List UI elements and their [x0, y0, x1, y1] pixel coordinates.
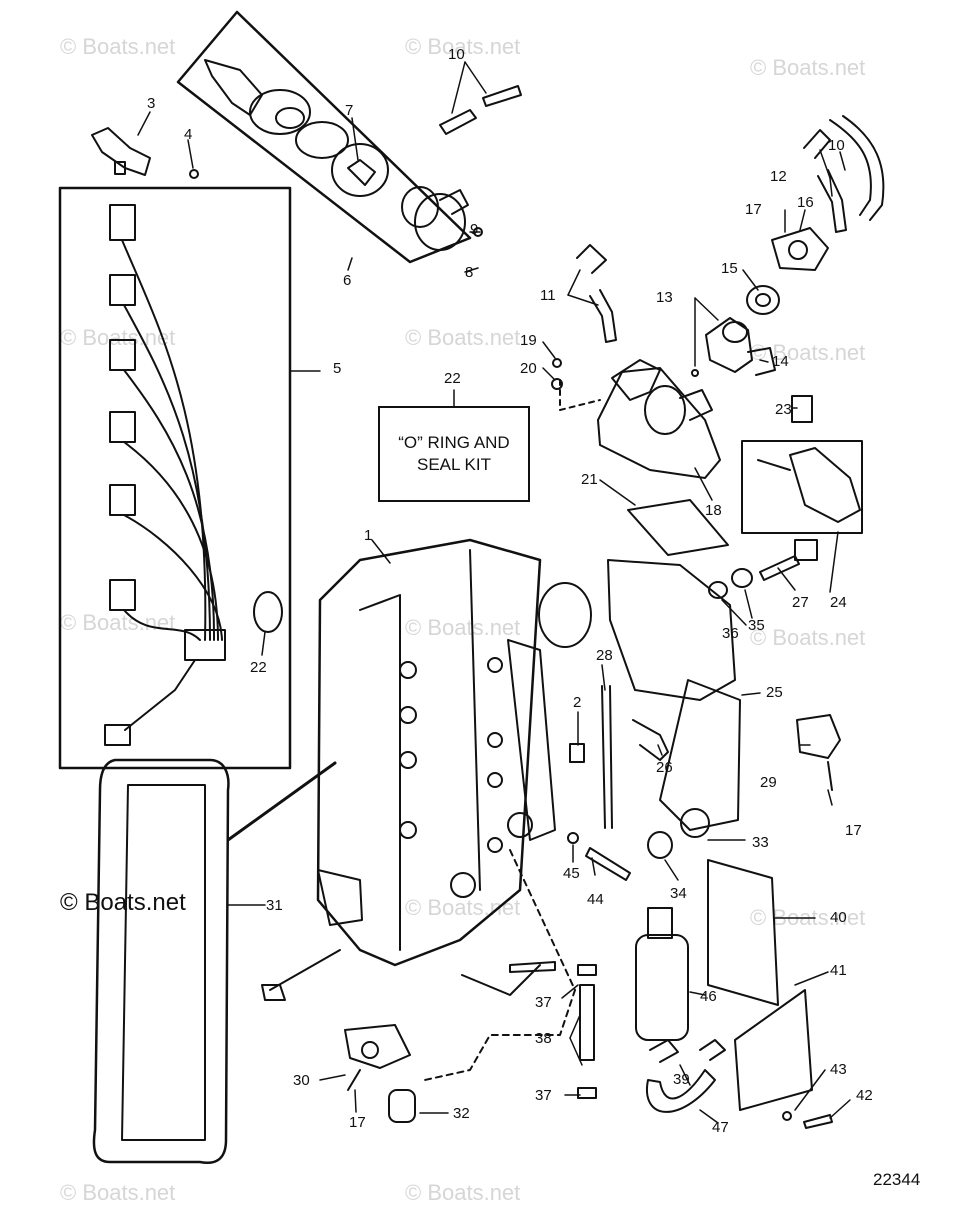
- callout-8: 8: [465, 264, 474, 281]
- callout-46: 46: [700, 988, 717, 1005]
- block-part-1: [261, 538, 592, 1001]
- fuel-pump-assembly-part-6: [176, 10, 483, 264]
- watermark: © Boats.net: [750, 340, 866, 365]
- watermark: © Boats.net: [750, 625, 866, 650]
- callout-15: 15: [721, 260, 738, 277]
- seal-kit-line-2: SEAL KIT: [416, 455, 491, 474]
- kit-part-24: [741, 395, 863, 534]
- callout-5: 5: [333, 360, 342, 377]
- callout-26: 26: [656, 759, 673, 776]
- shield-part-40: [707, 859, 833, 1129]
- callout-19: 19: [520, 332, 537, 349]
- callout-31: 31: [266, 897, 283, 914]
- callout-4: 4: [184, 126, 193, 143]
- callout-2: 2: [573, 694, 582, 711]
- callout-17-c: 17: [349, 1114, 366, 1131]
- callout-39: 39: [673, 1071, 690, 1088]
- callout-44: 44: [587, 891, 604, 908]
- cover-part-16: [746, 227, 829, 315]
- callout-17-a: 17: [745, 201, 762, 218]
- watermark: © Boats.net: [405, 325, 521, 350]
- callout-37-a: 37: [535, 994, 552, 1011]
- callout-22-b: 22: [250, 659, 267, 676]
- boats-net-watermark: © Boats.net: [60, 889, 186, 916]
- callout-22-a: 22: [444, 370, 461, 387]
- callout-9: 9: [470, 221, 479, 238]
- callout-10-a: 10: [448, 46, 465, 63]
- gasket-part-21: [627, 499, 729, 556]
- gasket-part-31: [92, 758, 230, 1164]
- seal-kit-line-1: “O” RING AND: [398, 433, 510, 452]
- callout-24: 24: [830, 594, 847, 611]
- seal-kit-label: “O” RING AND SEAL KIT: [378, 406, 530, 502]
- diagram-number: 22344: [873, 1170, 921, 1189]
- callout-45: 45: [563, 865, 580, 882]
- callout-14: 14: [772, 353, 789, 370]
- callout-11: 11: [540, 287, 556, 304]
- hose-part-11: [576, 244, 617, 343]
- watermark: © Boats.net: [750, 55, 866, 80]
- callout-25: 25: [766, 684, 783, 701]
- watermark: © Boats.net: [60, 325, 176, 350]
- watermark: © Boats.net: [60, 34, 176, 59]
- callout-21: 21: [581, 471, 598, 488]
- rod-part-28: [569, 685, 669, 829]
- fuel-pump-part-46: [577, 907, 726, 1113]
- callout-10-b: 10: [828, 137, 845, 154]
- switch-part-30: [344, 1024, 411, 1091]
- spacer-part-32: [388, 1089, 416, 1123]
- hose-part-10: [439, 85, 885, 221]
- bolt-part-27: [708, 539, 818, 599]
- bracket-part-25: [607, 559, 741, 859]
- callout-12: 12: [770, 168, 787, 185]
- callout-32: 32: [453, 1105, 470, 1122]
- callout-1: 1: [364, 527, 373, 544]
- vapor-separator-part-18: [551, 358, 721, 479]
- screw-part-44: [567, 832, 631, 881]
- callout-35: 35: [748, 617, 765, 634]
- callout-3: 3: [147, 95, 156, 112]
- callout-20: 20: [520, 360, 537, 377]
- callout-7: 7: [345, 102, 354, 119]
- callout-47: 47: [712, 1119, 729, 1136]
- callout-38: 38: [535, 1030, 552, 1047]
- callout-40: 40: [830, 909, 847, 926]
- wiring-harness-part-5: [58, 186, 292, 770]
- callout-30: 30: [293, 1072, 310, 1089]
- callout-23: 23: [775, 401, 792, 418]
- watermark: © Boats.net: [405, 615, 521, 640]
- hose-part-12: [803, 129, 847, 233]
- callout-41: 41: [830, 962, 847, 979]
- callout-27: 27: [792, 594, 809, 611]
- callout-37-b: 37: [535, 1087, 552, 1104]
- callout-18: 18: [705, 502, 722, 519]
- callout-29: 29: [760, 774, 777, 791]
- callout-34: 34: [670, 885, 687, 902]
- callout-13: 13: [656, 289, 673, 306]
- callout-17-b: 17: [845, 822, 862, 839]
- valve-part-29: [796, 714, 841, 791]
- watermark: © Boats.net: [60, 610, 176, 635]
- callout-33: 33: [752, 834, 769, 851]
- callout-43: 43: [830, 1061, 847, 1078]
- callout-6: 6: [343, 272, 352, 289]
- callout-28: 28: [596, 647, 613, 664]
- callout-36: 36: [722, 625, 739, 642]
- callout-42: 42: [856, 1087, 873, 1104]
- fitting-part-3: [91, 127, 199, 179]
- callout-16: 16: [797, 194, 814, 211]
- watermark: © Boats.net: [405, 34, 521, 59]
- pump-part-13: [691, 317, 776, 377]
- watermark: © Boats.net: [405, 895, 521, 920]
